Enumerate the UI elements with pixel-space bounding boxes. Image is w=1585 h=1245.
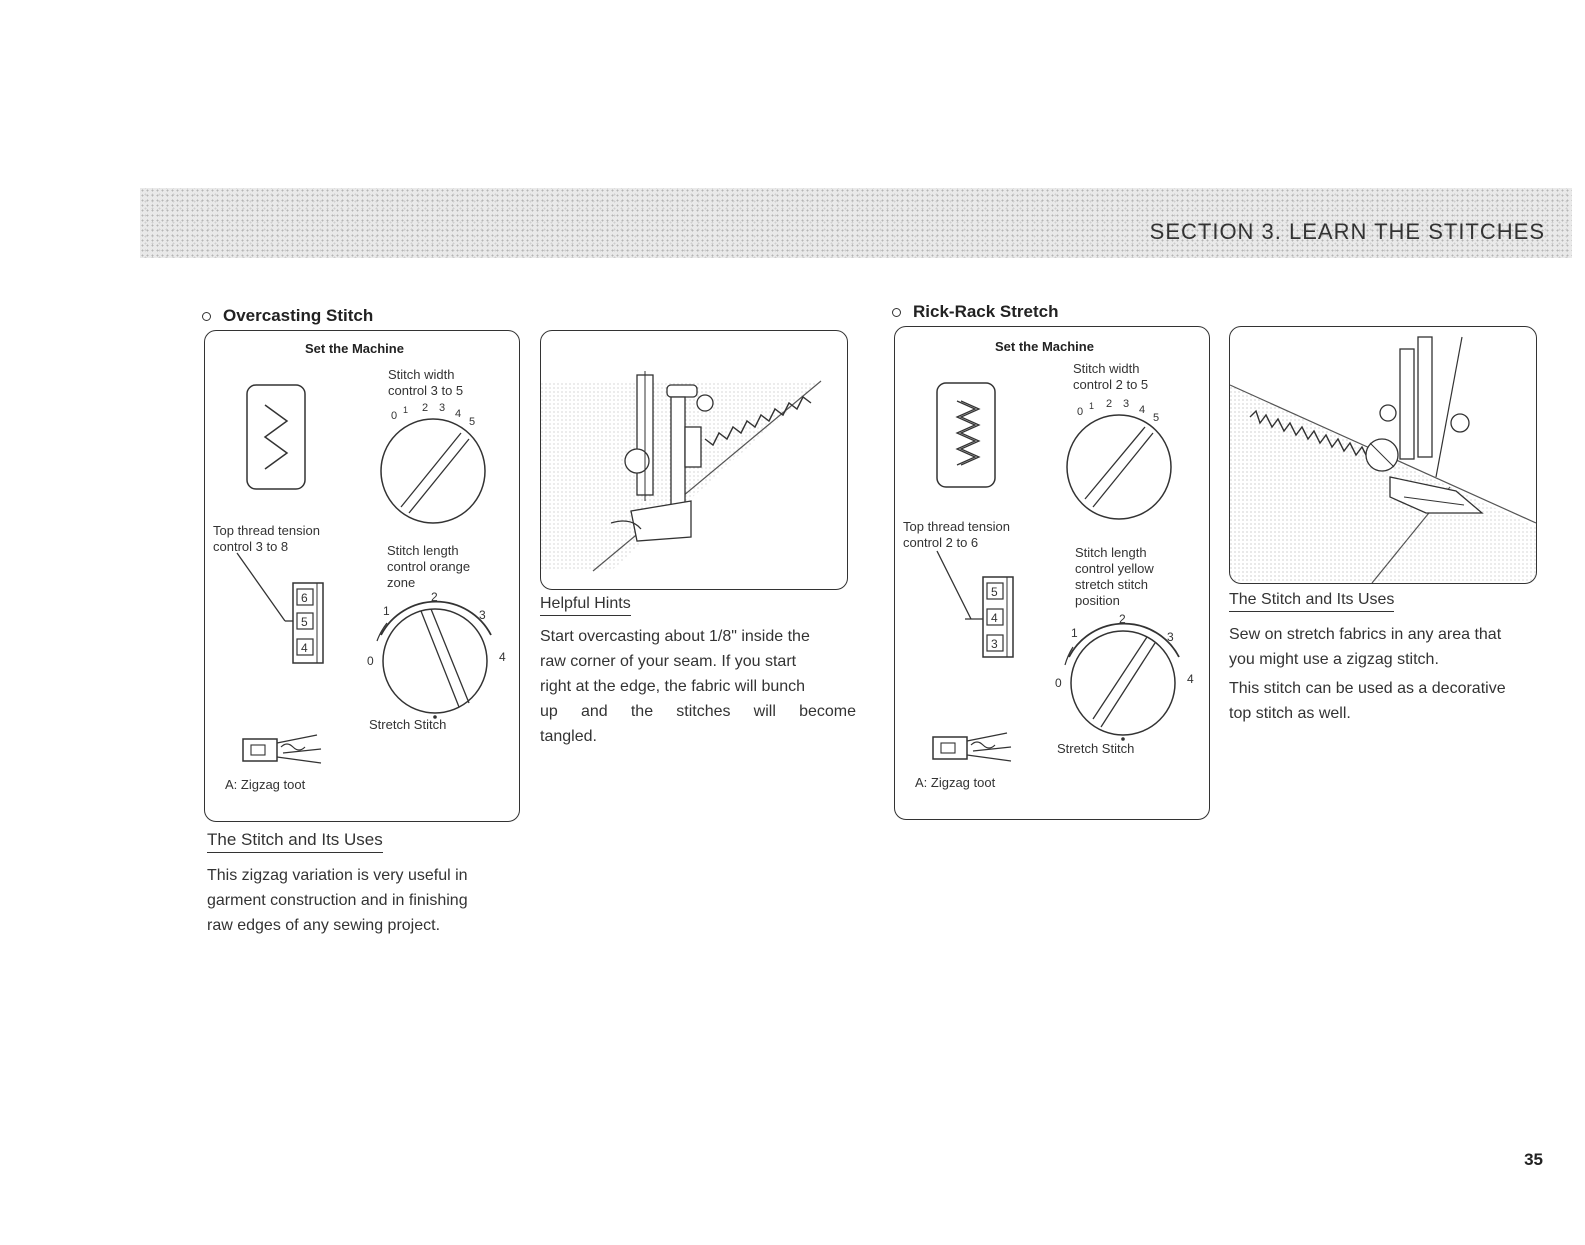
zigzag-pattern-icon bbox=[246, 384, 306, 490]
tension-number-5: 5 bbox=[301, 615, 308, 629]
overcasting-uses-heading: The Stitch and Its Uses bbox=[207, 830, 383, 853]
stitch-length-dial-icon: 0 1 2 3 4 bbox=[367, 590, 506, 719]
stitch-width-dial-icon: 0 1 2 3 4 5 bbox=[380, 402, 486, 524]
rickrack-sewing-illustration-icon bbox=[1230, 336, 1536, 583]
zigzag-foot-icon bbox=[932, 732, 1012, 762]
bullet-icon bbox=[202, 312, 211, 322]
helpful-hints-heading: Helpful Hints bbox=[540, 595, 631, 616]
overcasting-illustration-panel bbox=[540, 330, 848, 590]
overcasting-heading: Overcasting Stitch bbox=[202, 306, 373, 326]
length-tick-3: 3 bbox=[479, 608, 486, 622]
tension-dial-icon: 5 4 3 bbox=[936, 550, 1014, 658]
length-tick-0: 0 bbox=[367, 654, 374, 668]
helpful-hints-section: Helpful Hints Start overcasting about 1/… bbox=[540, 595, 856, 749]
stitch-length-label: Stitch length control orange zone bbox=[387, 543, 471, 590]
stitch-length-dial-icon: 0 1 2 3 4 bbox=[1055, 612, 1194, 741]
stretch-stitch-label: Stretch Stitch bbox=[1057, 741, 1135, 756]
page-number: 35 bbox=[1524, 1150, 1543, 1169]
top-thread-tension-label: Top thread tension control 2 to 6 bbox=[903, 519, 1010, 550]
width-tick-3: 3 bbox=[1123, 398, 1129, 410]
length-tick-3: 3 bbox=[1167, 630, 1174, 644]
length-tick-4: 4 bbox=[1187, 672, 1194, 686]
width-tick-4: 4 bbox=[455, 408, 461, 420]
stitch-width-label: Stitch width control 3 to 5 bbox=[388, 367, 464, 398]
width-tick-1: 1 bbox=[403, 405, 408, 415]
helpful-hints-line: raw corner of your seam. If you start bbox=[540, 653, 797, 670]
length-tick-2: 2 bbox=[1119, 612, 1126, 626]
set-machine-label: Set the Machine bbox=[995, 339, 1094, 354]
width-tick-0: 0 bbox=[1077, 406, 1083, 418]
zigzag-foot-caption: A: Zigzag toot bbox=[225, 777, 306, 792]
tension-number-4: 4 bbox=[301, 641, 308, 655]
rickrack-uses-heading: The Stitch and Its Uses bbox=[1229, 591, 1395, 612]
width-tick-5: 5 bbox=[469, 416, 475, 428]
tension-number-4: 4 bbox=[991, 611, 998, 625]
width-tick-0: 0 bbox=[391, 410, 397, 422]
section-header-band bbox=[140, 188, 1572, 258]
overcasting-uses-line: garment construction and in finishing bbox=[207, 892, 468, 909]
stitch-length-label: Stitch length control yellow stretch sti… bbox=[1075, 545, 1154, 608]
width-tick-2: 2 bbox=[1106, 398, 1112, 410]
helpful-hints-line: right at the edge, the fabric will bunch bbox=[540, 678, 806, 695]
overcasting-heading-text: Overcasting Stitch bbox=[223, 306, 374, 325]
width-tick-3: 3 bbox=[439, 402, 445, 414]
rickrack-heading-text: Rick-Rack Stretch bbox=[913, 302, 1059, 321]
length-tick-1: 1 bbox=[383, 604, 390, 618]
tension-dial-icon: 6 5 4 bbox=[236, 552, 324, 664]
tension-number-5: 5 bbox=[991, 585, 998, 599]
width-tick-2: 2 bbox=[422, 402, 428, 414]
width-tick-5: 5 bbox=[1153, 412, 1159, 424]
stretch-stitch-label: Stretch Stitch bbox=[369, 717, 447, 732]
section-title: SECTION 3. LEARN THE STITCHES bbox=[1149, 219, 1545, 244]
rickrack-uses-section: The Stitch and Its Uses Sew on stretch f… bbox=[1229, 591, 1547, 726]
width-tick-4: 4 bbox=[1139, 404, 1145, 416]
zigzag-foot-icon bbox=[242, 734, 322, 764]
stitch-width-label: Stitch width control 2 to 5 bbox=[1073, 361, 1149, 392]
rickrack-uses-line: top stitch as well. bbox=[1229, 705, 1351, 722]
width-tick-1: 1 bbox=[1089, 401, 1094, 411]
helpful-hints-line: Start overcasting about 1/8" inside the bbox=[540, 628, 810, 645]
overcasting-uses-line: This zigzag variation is very useful in bbox=[207, 867, 468, 884]
overcasting-machine-panel: Set the Machine Stitch width control 3 t… bbox=[204, 330, 520, 822]
zigzag-foot-caption: A: Zigzag toot bbox=[915, 775, 996, 790]
presser-foot-sewing-illustration-icon bbox=[541, 371, 822, 572]
length-tick-4: 4 bbox=[499, 650, 506, 664]
helpful-hints-line: up and the stitches will become bbox=[540, 703, 856, 720]
rickrack-uses-line: This stitch can be used as a decorative bbox=[1229, 680, 1506, 697]
top-thread-tension-label: Top thread tension control 3 to 8 bbox=[213, 523, 320, 554]
rickrack-machine-panel: Set the Machine Stitch width control 2 t… bbox=[894, 326, 1210, 820]
tension-number-6: 6 bbox=[301, 591, 308, 605]
set-machine-label: Set the Machine bbox=[305, 341, 404, 356]
stitch-width-dial-icon: 0 1 2 3 4 5 bbox=[1066, 398, 1172, 520]
overcasting-uses-section: The Stitch and Its Uses This zigzag vari… bbox=[207, 830, 527, 938]
rickrack-illustration-panel bbox=[1229, 326, 1537, 584]
rickrack-pattern-icon bbox=[936, 382, 996, 488]
length-tick-2: 2 bbox=[431, 590, 438, 604]
bullet-icon bbox=[892, 308, 901, 318]
helpful-hints-line: tangled. bbox=[540, 728, 597, 745]
rickrack-uses-line: Sew on stretch fabrics in any area that bbox=[1229, 626, 1502, 643]
rickrack-heading: Rick-Rack Stretch bbox=[892, 302, 1059, 322]
length-tick-1: 1 bbox=[1071, 626, 1078, 640]
tension-number-3: 3 bbox=[991, 637, 998, 651]
overcasting-uses-line: raw edges of any sewing project. bbox=[207, 917, 441, 934]
rickrack-uses-line: you might use a zigzag stitch. bbox=[1229, 651, 1439, 668]
length-tick-0: 0 bbox=[1055, 676, 1062, 690]
